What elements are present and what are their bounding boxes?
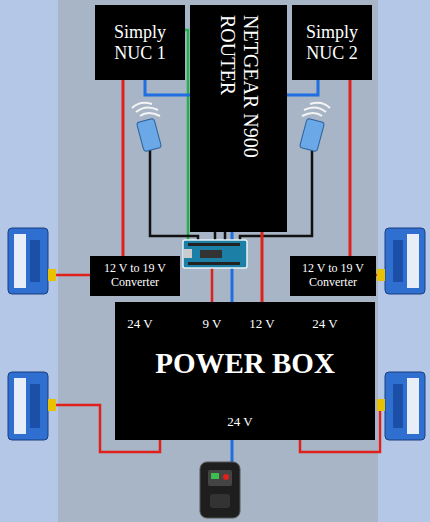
usb-port <box>184 249 192 258</box>
data-wire <box>214 232 217 240</box>
battery-label <box>407 378 419 434</box>
box-label: 12 V to 19 V Converter <box>296 262 370 290</box>
pin-header <box>188 262 240 265</box>
cable <box>349 80 352 256</box>
chip <box>200 250 222 258</box>
battery-body <box>385 228 425 294</box>
battery-plug <box>377 269 385 281</box>
battery-plug <box>48 399 56 411</box>
charger-led <box>211 473 219 479</box>
servo-leads <box>302 103 330 116</box>
battery-stripe <box>393 384 403 428</box>
servo-motor <box>299 103 330 152</box>
board-body <box>183 240 247 268</box>
cable <box>145 80 190 95</box>
battery-label <box>14 234 26 288</box>
box-label: Simply NUC 1 <box>101 22 179 63</box>
charger-device <box>200 462 240 518</box>
battery-label <box>14 378 26 434</box>
data-wire <box>224 232 227 240</box>
port-label: 9 V <box>203 317 222 332</box>
servo-body <box>299 118 324 152</box>
box-label: NETGEAR N900 ROUTER <box>216 15 262 185</box>
charger-screen <box>208 470 232 486</box>
port-label: 24 V <box>127 317 152 332</box>
charger-body <box>200 462 240 518</box>
battery-body <box>8 228 48 294</box>
port-label: 24 V <box>312 317 337 332</box>
power-box: 24 V9 V12 V24 VPOWER BOX24 V <box>115 302 375 440</box>
battery-pack <box>8 228 56 294</box>
power-wire <box>211 268 214 302</box>
converter-box: 12 V to 19 V Converter <box>90 256 180 296</box>
pin-header <box>188 243 240 246</box>
cable <box>261 232 264 302</box>
servo-motor <box>132 103 162 152</box>
battery-stripe <box>393 240 403 282</box>
port-label: POWER BOX <box>155 347 335 380</box>
box-label: 12 V to 19 V Converter <box>96 262 174 290</box>
battery-stripe <box>30 384 40 428</box>
signal-wire <box>185 30 188 240</box>
battery-label <box>407 234 419 288</box>
cable <box>287 80 318 95</box>
battery-wire <box>56 274 90 277</box>
battery-body <box>385 372 425 440</box>
computer-box: Simply NUC 1 <box>95 5 185 80</box>
cable <box>122 80 125 256</box>
battery-pack <box>377 372 425 440</box>
charger-plug <box>210 494 230 508</box>
router-box: NETGEAR N900 ROUTER <box>190 5 287 232</box>
box-label: Simply NUC 2 <box>298 22 366 63</box>
computer-box: Simply NUC 2 <box>292 5 372 80</box>
servo-leads <box>132 103 160 116</box>
port-label: 12 V <box>249 317 274 332</box>
battery-plug <box>377 399 385 411</box>
charger-led <box>223 474 229 480</box>
microcontroller-board <box>183 240 247 268</box>
converter-box: 12 V to 19 V Converter <box>290 256 376 296</box>
battery-pack <box>377 228 425 294</box>
battery-plug <box>48 269 56 281</box>
center-panel <box>58 0 378 522</box>
port-label: 24 V <box>227 415 252 430</box>
servo-body <box>136 118 161 152</box>
battery-stripe <box>30 240 40 282</box>
battery-body <box>8 372 48 440</box>
battery-pack <box>8 372 56 440</box>
